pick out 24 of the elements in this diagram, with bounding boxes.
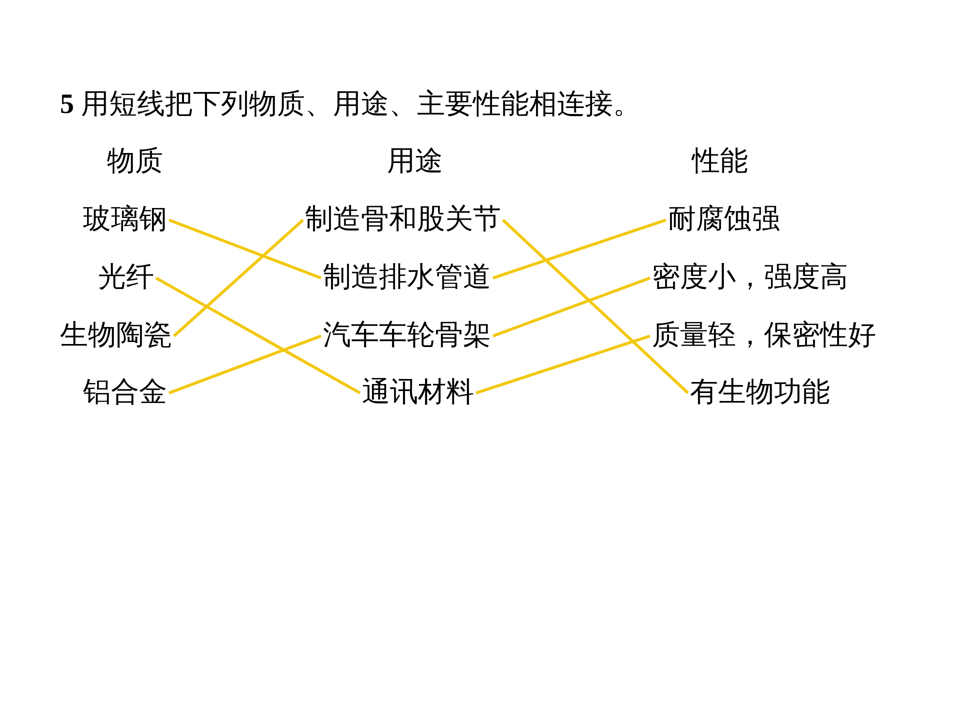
match-item: 耐腐蚀强	[668, 203, 780, 237]
match-item: 质量轻，保密性好	[652, 319, 876, 353]
match-item: 制造骨和股关节	[305, 203, 501, 237]
match-item: 密度小，强度高	[652, 261, 848, 295]
match-item: 汽车车轮骨架	[323, 319, 491, 353]
match-item: 铝合金	[83, 376, 167, 410]
connecting-line	[155, 276, 361, 394]
match-item: 有生物功能	[690, 376, 830, 410]
match-item: 光纤	[98, 261, 154, 295]
match-item: 通讯材料	[362, 376, 474, 410]
connecting-line	[492, 218, 666, 280]
connecting-line	[168, 218, 322, 280]
match-item: 玻璃钢	[83, 203, 167, 237]
connecting-line	[476, 334, 650, 394]
connecting-line	[502, 218, 690, 394]
connecting-line	[173, 218, 304, 338]
match-item: 生物陶瓷	[60, 319, 172, 353]
column-heading: 用途	[387, 145, 443, 179]
column-heading: 物质	[107, 145, 163, 179]
connecting-line	[492, 276, 651, 338]
column-heading: 性能	[692, 145, 748, 179]
connecting-line	[168, 334, 322, 394]
question-title: 5 用短线把下列物质、用途、主要性能相连接。	[60, 88, 641, 122]
match-item: 制造排水管道	[323, 261, 491, 295]
